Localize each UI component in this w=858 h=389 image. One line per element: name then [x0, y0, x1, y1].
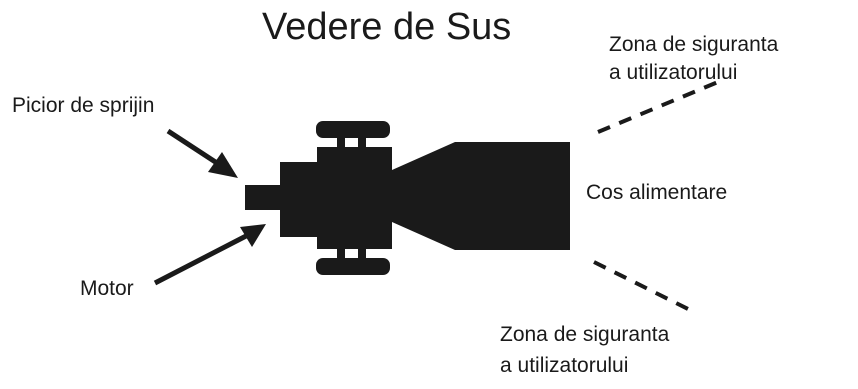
safety-zone-top-label-line2: a utilizatorului: [609, 61, 738, 84]
safety-zone-bottom-label-line2: a utilizatorului: [500, 354, 629, 377]
bottom-wheel-axle-left: [337, 246, 345, 260]
safety-zone-top-label-line1: Zona de siguranta: [609, 33, 779, 56]
support-leg-arrow: [166, 128, 238, 178]
top-wheel: [316, 121, 390, 138]
support-leg-label: Picior de sprijin: [12, 94, 155, 117]
bottom-wheel: [316, 258, 390, 275]
bottom-wheel-axle-right: [358, 246, 366, 260]
support-leg-shape: [245, 185, 281, 210]
top-wheel-axle-right: [358, 136, 366, 150]
diagram-title: Vedere de Sus: [262, 6, 512, 48]
motor-label: Motor: [80, 277, 134, 300]
motor-arrow: [153, 224, 266, 286]
chassis-body: [280, 142, 570, 250]
feed-hopper-label: Cos alimentare: [586, 181, 728, 204]
machine-top-view: [245, 121, 570, 275]
top-wheel-axle-left: [337, 136, 345, 150]
safety-zone-top-dashed-line: [597, 80, 719, 134]
safety-zone-bottom-dashed-line: [593, 260, 695, 314]
safety-zone-bottom-label-line1: Zona de siguranta: [500, 323, 670, 346]
